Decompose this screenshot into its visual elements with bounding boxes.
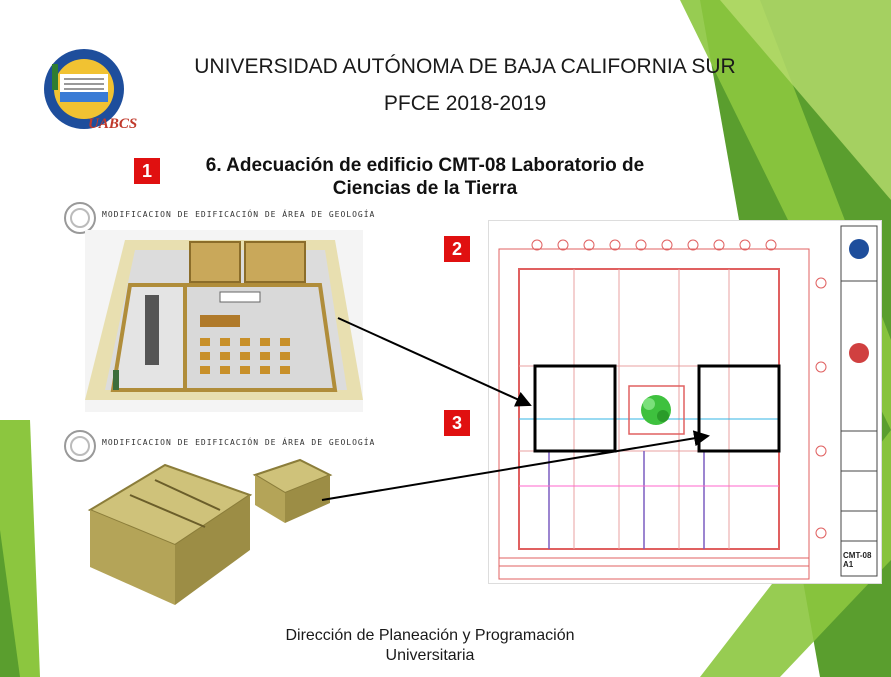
footer-department: Dirección de Planeación y Programación U…	[230, 626, 630, 666]
university-logo: UABCS	[34, 44, 144, 140]
render-3d-bottom	[85, 455, 335, 610]
section-title: 6. Adecuación de edificio CMT-08 Laborat…	[170, 154, 680, 200]
render-logo-icon	[64, 430, 96, 462]
render-logo-icon	[64, 202, 96, 234]
render-bottom-caption: MODIFICACION DE EDIFICACIÓN DE ÁREA DE G…	[62, 428, 402, 464]
render-3d-top	[85, 230, 363, 412]
program-name: PFCE 2018-2019	[383, 92, 547, 115]
render-top-caption: MODIFICACION DE EDIFICACIÓN DE ÁREA DE G…	[62, 200, 402, 236]
section-title-line1: 6. Adecuación de edificio CMT-08 Laborat…	[205, 155, 645, 176]
badge-1: 1	[134, 158, 160, 184]
footer-line2: Universitaria	[385, 647, 475, 664]
badge-2: 2	[444, 236, 470, 262]
plan-sheet-code: CMT-08 A1	[843, 551, 872, 569]
section-title-line2: Ciencias de la Tierra	[332, 178, 518, 199]
logo-text: UABCS	[88, 116, 138, 132]
footer-line1: Dirección de Planeación y Programación	[285, 627, 575, 644]
floor-plan: CMT-08 A1	[488, 220, 882, 584]
badge-3: 3	[444, 410, 470, 436]
university-name: UNIVERSIDAD AUTÓNOMA DE BAJA CALIFORNIA …	[194, 55, 736, 78]
